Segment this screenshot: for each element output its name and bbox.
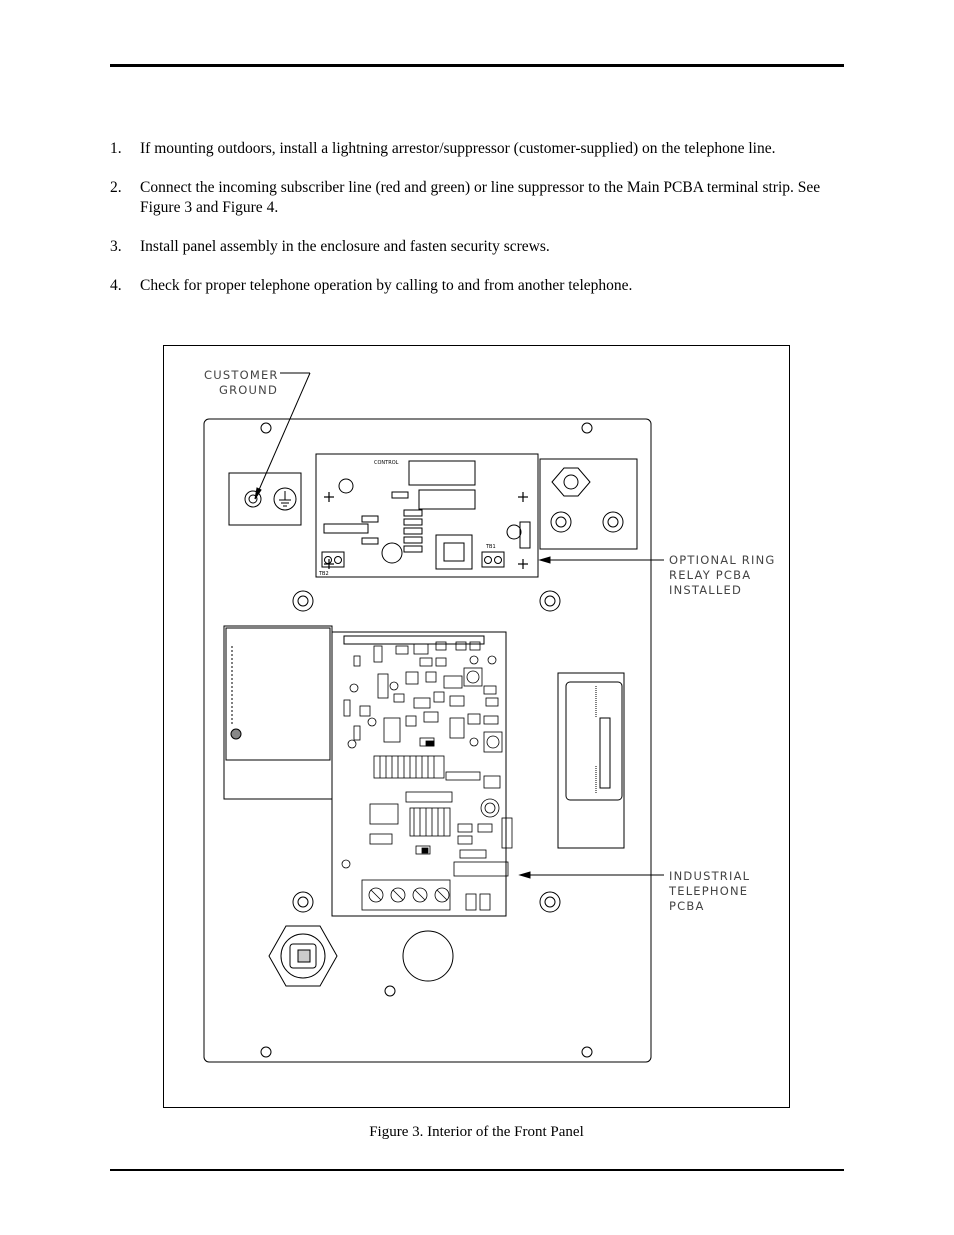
industrial-telephone-pcba	[331, 631, 513, 917]
callout-ring-relay-line2: RELAY PCBA	[669, 568, 751, 582]
callout-customer-ground-line1: CUSTOMER	[204, 368, 279, 382]
callout-telephone-pcba-line3: PCBA	[669, 899, 705, 913]
installation-steps: 1.If mounting outdoors, install a lightn…	[110, 139, 840, 315]
front-panel-diagram: CUSTOMER GROUND OPTIONAL RING RELAY PCBA…	[203, 368, 775, 1063]
connector-module	[557, 672, 625, 849]
figure-frame: CUSTOMER GROUND OPTIONAL RING RELAY PCBA…	[163, 345, 790, 1108]
label-plate	[223, 625, 333, 800]
knockout-hole	[402, 930, 454, 982]
step-2: 2.Connect the incoming subscriber line (…	[110, 179, 821, 216]
bottom-connector	[268, 925, 454, 987]
step-4: 4.Check for proper telephone operation b…	[110, 276, 633, 294]
mounting-holes	[260, 422, 593, 1058]
callout-ring-relay-line3: INSTALLED	[669, 583, 742, 597]
callout-telephone-pcba-line1: INDUSTRIAL	[669, 869, 750, 883]
callout-customer-ground-line2: GROUND	[219, 383, 278, 397]
step-3: 3.Install panel assembly in the enclosur…	[110, 237, 550, 255]
ring-relay-pcba: CONTROL TB2 TB1	[315, 453, 539, 578]
pcba-components	[341, 641, 513, 911]
footer-rule	[110, 1169, 844, 1171]
header-rule	[110, 64, 844, 67]
step-1: 1.If mounting outdoors, install a lightn…	[110, 140, 776, 157]
tb2-marking: TB2	[318, 571, 329, 577]
front-panel-plate	[203, 418, 652, 1063]
cable-gland-bracket	[539, 458, 638, 550]
callout-telephone-pcba-line2: TELEPHONE	[668, 884, 748, 898]
tb1-marking: TB1	[485, 544, 496, 550]
control-marking: CONTROL	[374, 460, 399, 466]
customer-ground-lug	[228, 472, 302, 526]
figure-caption: Figure 3. Interior of the Front Panel	[369, 1124, 584, 1140]
standoffs	[292, 590, 561, 913]
callout-ring-relay-line1: OPTIONAL RING	[669, 553, 775, 567]
leader-lines	[254, 372, 664, 879]
